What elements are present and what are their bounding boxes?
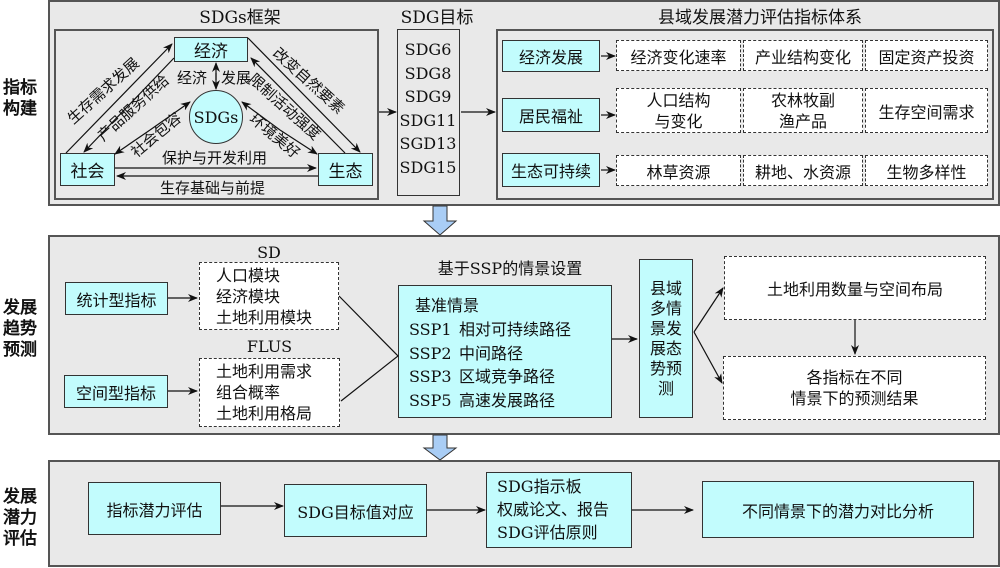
- sdgs-framework-title: SDGs框架: [199, 7, 281, 28]
- node-sdgs-center: SDGs: [189, 90, 243, 144]
- indicator-item: 人口结构 与变化: [616, 88, 741, 133]
- scenario-name: 中间路径: [459, 343, 524, 363]
- stage-label-indicator-construction: 指标 构建: [3, 78, 37, 119]
- statistical-indicator-box: 统计型指标: [65, 282, 168, 315]
- landuse-result-box: 土地利用数量与空间布局: [724, 256, 986, 320]
- indicator-system-title: 县域发展潜力评估指标体系: [658, 7, 862, 28]
- node-society: 社会: [60, 153, 115, 186]
- indicator-item: 产业结构变化: [743, 40, 863, 71]
- eval-step-sdg-dashboard: SDG指示板 权威论文、报告 SDG评估原则: [486, 472, 632, 548]
- scenario-name: 区域竞争路径: [459, 367, 556, 386]
- scenario-header: 基准情景: [415, 296, 480, 315]
- scenario-name: 高速发展路径: [459, 390, 556, 410]
- scenario-code: SSP5: [409, 390, 452, 410]
- multi-scenario-prediction-box: 县域 多情 景发 展态 势预 测: [639, 259, 693, 418]
- scenario-code: SSP3: [409, 367, 452, 386]
- eval-step-indicator-potential: 指标潜力评估: [88, 482, 221, 535]
- eval-step-sdg-target-mapping: SDG目标值对应: [284, 484, 427, 537]
- edge-label-center-economy-right: 发展: [221, 69, 252, 87]
- flus-model-title: FLUS: [246, 336, 293, 356]
- sdg-goal-item: SDG11: [399, 110, 457, 130]
- eval-step-scenario-comparison: 不同情景下的潜力对比分析: [702, 481, 974, 538]
- scenario-setting-title: 基于SSP的情景设置: [437, 259, 583, 278]
- spatial-indicator-box: 空间型指标: [64, 375, 168, 408]
- stage-label-potential-evaluation: 发展 潜力 评估: [3, 487, 37, 549]
- flus-modules-box: 土地利用需求 组合概率 土地利用格局: [199, 358, 340, 427]
- sdg-goal-item: SGD13: [399, 134, 457, 153]
- scenario-list: SSP1 相对可持续路径 SSP2 中间路径 SSP3 区域竞争路径 SSP5 高速发展…: [409, 318, 571, 412]
- stage-label-trend-prediction: 发展 趋势 预测: [3, 298, 37, 360]
- category-economic-development: 经济发展: [502, 40, 600, 72]
- edge-label-society-to-ecology: 保护与开发利用: [162, 149, 268, 167]
- scenario-name: 相对可持续路径: [459, 320, 572, 339]
- sdg-goal-item: SDG8: [404, 63, 452, 83]
- category-resident-wellbeing: 居民福祉: [502, 98, 600, 132]
- sdg-goal-item: SDG9: [404, 87, 452, 106]
- flow-arrow-stage2-to-stage3: [422, 434, 458, 461]
- sdg-goals-box: SDG6 SDG8 SDG9 SDG11 SGD13 SDG15: [397, 29, 460, 196]
- edge-label-ecology-to-society: 生存基础与前提: [160, 179, 266, 197]
- indicator-item: 固定资产投资: [865, 40, 988, 71]
- sd-model-title: SD: [257, 242, 281, 262]
- scenario-code: SSP2: [409, 343, 452, 363]
- scenario-item: SSP3 区域竞争路径: [409, 365, 571, 389]
- sd-modules-box: 人口模块 经济模块 土地利用模块: [199, 262, 339, 330]
- sdg-goals-list: SDG6 SDG8 SDG9 SDG11 SGD13 SDG15: [398, 38, 458, 179]
- ssp-scenario-box: 基准情景 SSP1 相对可持续路径 SSP2 中间路径 SSP3 区域竞争路径 SSP…: [398, 285, 612, 418]
- scenario-item: SSP1 相对可持续路径: [409, 318, 571, 342]
- indicator-item: 农林牧副 渔产品: [743, 88, 863, 133]
- sdg-goal-item: SDG15: [399, 157, 457, 177]
- category-ecological-sustainability: 生态可持续: [502, 153, 600, 187]
- node-ecology: 生态: [318, 153, 373, 186]
- indicator-item: 耕地、水资源: [743, 155, 863, 186]
- indicator-item: 林草资源: [616, 155, 741, 186]
- sdg-goals-title: SDG目标: [400, 7, 474, 28]
- sdg-goal-item: SDG6: [404, 40, 452, 59]
- flow-arrow-stage1-to-stage2: [422, 205, 458, 236]
- scenario-item: SSP5 高速发展路径: [409, 389, 571, 413]
- indicator-item: 生物多样性: [865, 155, 988, 186]
- scenario-code: SSP1: [409, 320, 452, 339]
- edge-label-center-economy-left: 经济: [177, 69, 208, 87]
- node-economy: 经济: [174, 37, 248, 62]
- indicator-item: 生存空间需求: [865, 88, 988, 133]
- indicator-result-box: 各指标在不同 情景下的预测结果: [723, 356, 986, 420]
- scenario-item: SSP2 中间路径: [409, 342, 571, 366]
- indicator-item: 经济变化速率: [616, 40, 741, 71]
